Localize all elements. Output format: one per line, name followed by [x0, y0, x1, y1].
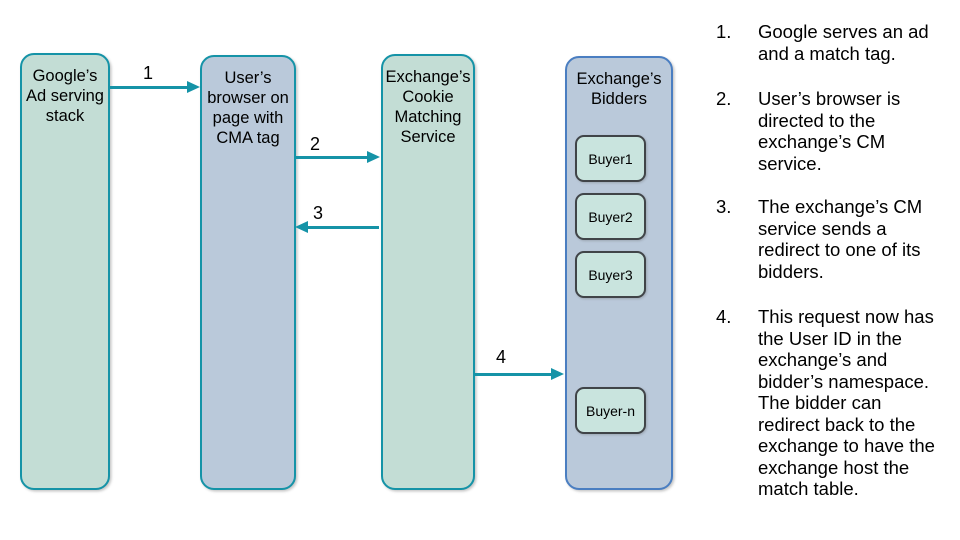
buyer-n-label: Buyer-n: [585, 402, 636, 419]
lane-user-browser-title: User’s browser on page with CMA tag: [207, 69, 289, 147]
lane-google-ad-stack-title: Google’s Ad serving stack: [26, 67, 104, 125]
step-item-2: 2. User’s browser is directed to the exc…: [716, 88, 960, 174]
step-3-text: The exchange’s CM service sends a redire…: [758, 196, 923, 282]
arrow-step-2-label: 2: [309, 134, 321, 154]
buyer2-label: Buyer2: [588, 208, 633, 225]
arrow-step-2-shaft: [296, 155, 370, 159]
buyer1-label: Buyer1: [588, 150, 633, 167]
arrow-step-3-label: 3: [312, 203, 324, 223]
arrow-step-3: [295, 221, 379, 233]
step-item-3: 3. The exchange’s CM service sends a red…: [716, 196, 960, 282]
lane-user-browser: User’s browser on page with CMA tag: [200, 55, 296, 490]
arrowhead-right-icon: [367, 151, 380, 163]
buyer2-box: Buyer2: [575, 193, 646, 240]
arrow-step-1-label: 1: [142, 63, 154, 83]
lane-cookie-matching-service: Exchange’s Cookie Matching Service: [381, 54, 475, 490]
step-2-text: User’s browser is directed to the exchan…: [758, 88, 901, 174]
arrow-step-2: [296, 151, 380, 163]
step-4-number: 4.: [716, 306, 732, 327]
step-item-4: 4. This request now has the User ID in t…: [716, 306, 960, 500]
arrow-step-4: [475, 368, 564, 380]
step-item-1: 1. Google serves an ad and a match tag.: [716, 21, 960, 64]
step-4-text: This request now has the User ID in the …: [758, 306, 935, 499]
buyer3-box: Buyer3: [575, 251, 646, 298]
arrowhead-right-icon: [551, 368, 564, 380]
buyer-n-box: Buyer-n: [575, 387, 646, 434]
lane-exchange-bidders-title: Exchange’s Bidders: [576, 70, 662, 108]
step-1-number: 1.: [716, 21, 732, 42]
lane-exchange-bidders: Exchange’s Bidders Buyer1 Buyer2 Buyer3 …: [565, 56, 673, 490]
step-1-text: Google serves an ad and a match tag.: [758, 21, 929, 64]
arrow-step-1: [110, 81, 200, 93]
arrow-step-1-shaft: [110, 85, 190, 89]
buyer1-box: Buyer1: [575, 135, 646, 182]
arrow-step-3-shaft: [305, 225, 379, 229]
arrow-step-4-shaft: [475, 372, 554, 376]
arrowhead-right-icon: [187, 81, 200, 93]
lane-cookie-matching-service-title: Exchange’s Cookie Matching Service: [385, 68, 471, 146]
buyer3-label: Buyer3: [588, 266, 633, 283]
step-2-number: 2.: [716, 88, 732, 109]
step-3-number: 3.: [716, 196, 732, 217]
arrow-step-4-label: 4: [495, 347, 507, 367]
arrowhead-left-icon: [295, 221, 308, 233]
lane-google-ad-stack: Google’s Ad serving stack: [20, 53, 110, 490]
